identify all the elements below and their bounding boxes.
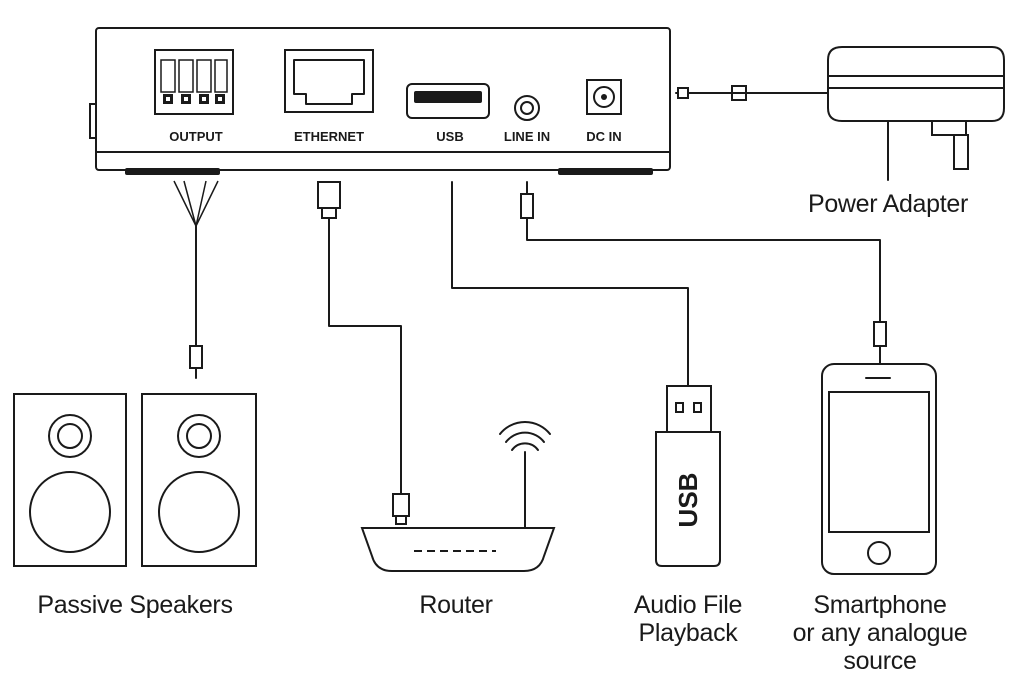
usb-stick [655,385,721,567]
smartphone-label-line1: Smartphone [813,591,946,619]
router-label: Router [419,591,492,619]
speaker-left [13,393,127,567]
router [360,421,556,572]
speaker-right [141,393,257,567]
passive-speakers-label: Passive Speakers [37,591,232,619]
smartphone-label-line3: source [843,647,916,675]
wifi-icon [499,421,551,451]
usb-cable [451,181,689,387]
usb-port [406,83,490,119]
power-adapter-label: Power Adapter [808,190,968,218]
usb-stick-label: USB [673,473,703,528]
dc-in-port-label: DC IN [586,129,621,144]
power-adapter [675,46,1005,181]
aux-cable [520,181,887,365]
audio-file-label-line1: Audio File [634,591,742,619]
line-in-jack [514,95,540,121]
usb-port-label: USB [436,129,463,144]
output-port-label: OUTPUT [169,129,223,144]
ethernet-port-label: ETHERNET [294,129,364,144]
audio-file-label-line2: Playback [638,619,738,647]
speaker-cable [173,180,219,379]
ethernet-port [284,49,374,113]
smartphone [821,363,937,575]
smartphone-label-line2: or any analogue [793,619,968,647]
dc-in-jack [586,79,622,115]
line-in-port-label: LINE IN [504,129,550,144]
ethernet-cable [317,181,410,525]
audio-device [89,27,671,175]
output-terminal [154,49,234,115]
